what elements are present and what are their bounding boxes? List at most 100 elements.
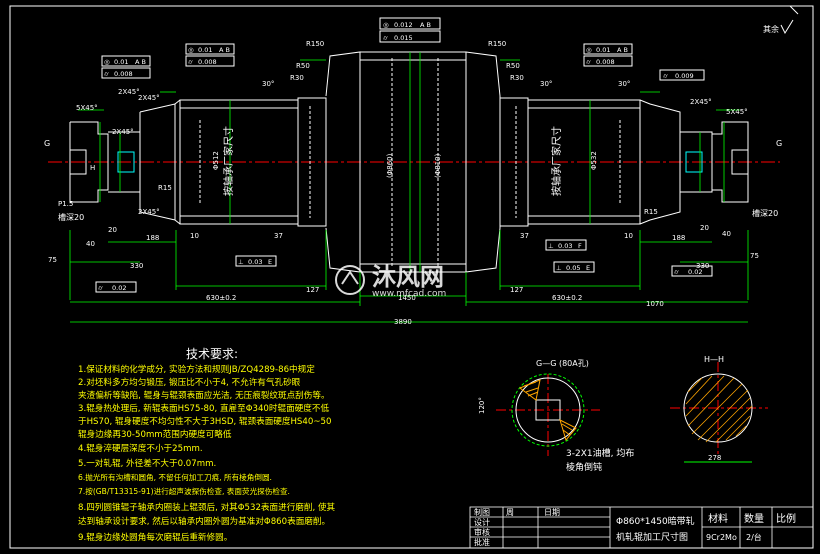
title-row-label: 制图 — [474, 507, 490, 517]
chamfer-4: 5X45° — [726, 108, 748, 116]
material-label: 材料 — [708, 512, 728, 525]
svg-text:◎: ◎ — [188, 46, 194, 54]
title-col-date: 日期 — [544, 508, 560, 517]
tol-frame-1: ◎ 0.01 A B — [185, 43, 235, 55]
chamfer-1: 2X45° — [118, 88, 140, 96]
body-labels: 按轴承厂家尺寸 按轴承厂家尺寸 (Φ810) (Φ860) Φ512 Φ532 … — [44, 126, 782, 222]
watermark-brand: 沐风网 — [372, 263, 444, 291]
svg-text:0.015: 0.015 — [394, 34, 413, 42]
corner-mark-tr — [789, 5, 799, 15]
svg-text:A B: A B — [617, 46, 628, 54]
svg-text:0.008: 0.008 — [198, 58, 217, 66]
qty-value: 2/台 — [746, 532, 762, 542]
roll-shaft — [48, 51, 780, 273]
tech-item: 8.四列圆锥辊子轴承内圈装上辊颈后, 对其Φ532表面进行磨削, 使其 — [78, 501, 336, 513]
dim-3890: 3890 — [394, 318, 412, 326]
svg-text:0.02: 0.02 — [688, 268, 702, 276]
svg-text:0.02: 0.02 — [112, 284, 126, 292]
dimension-labels: 188 10 37 75 330 127 630±0.2 1450 630±0.… — [48, 224, 759, 326]
svg-text:0.012: 0.012 — [394, 21, 413, 29]
svg-text:◎: ◎ — [383, 21, 389, 29]
tol-frame-8: ⌭ 0.008 — [583, 55, 633, 67]
tech-requirements: 技术要求: 1.保证材料的化学成分, 实验方法和规则JB/ZQ4289-86中规… — [78, 347, 336, 543]
roughness-mark: 其余 — [763, 19, 794, 35]
r30-right: R30 — [510, 74, 524, 82]
watermark: 沐风网 www.mfcad.com — [335, 263, 446, 299]
tol-frame-11: ⊥ 0.03 F — [545, 239, 587, 251]
dim-630-right: 630±0.2 — [552, 294, 582, 302]
section-hh-title: H—H — [704, 355, 724, 364]
svg-text:A B: A B — [219, 46, 230, 54]
tol-frame-7: ◎ 0.01 A B — [583, 43, 633, 55]
tech-item: 3.辊身热处理后, 新辊表面HS75-80, 直雇至Φ340时辊面硬度不低 — [78, 402, 329, 414]
title-block-text: 制图 设计 审核 批准 周 日期 Φ860*1450暗带轧 机轧辊加工尺寸图 材… — [474, 507, 796, 547]
watermark-url: www.mfcad.com — [372, 289, 446, 299]
chamfer-6: 2X45° — [112, 128, 134, 136]
roughness-label: 其余 — [763, 24, 779, 34]
tech-item: 4.辊身淬硬层深度不小于25mm. — [78, 442, 203, 454]
tech-item: 5.一对轧辊, 外径差不大于0.07mm. — [78, 457, 216, 469]
dia-right-a: Φ532 — [590, 151, 598, 170]
tolerance-frames: ◎ 0.01 A B ⌭ 0.008 ◎ 0.01 A B ⌭ 0.008 ◎ … — [95, 17, 713, 293]
r150-left: R150 — [306, 40, 324, 48]
svg-text:⌭: ⌭ — [586, 58, 591, 66]
dim-188-left: 188 — [146, 234, 159, 242]
tech-item: 6.抛光所有沟槽和圆角, 不留任何加工刀痕, 所有棱角倒圆. — [78, 472, 272, 482]
svg-text:0.03: 0.03 — [558, 242, 572, 250]
svg-text:0.03: 0.03 — [248, 258, 262, 266]
hole-label: H — [90, 164, 95, 172]
dim-20-right: 20 — [700, 224, 709, 232]
dim-127-right: 127 — [510, 286, 523, 294]
dim-1070: 1070 — [646, 300, 664, 308]
dim-10-left: 10 — [190, 232, 199, 240]
tol-frame-10: ⊥ 0.03 E — [235, 255, 277, 267]
r30-left: R30 — [290, 74, 304, 82]
watermark-logo-icon — [335, 265, 365, 295]
dim-330-left: 330 — [130, 262, 143, 270]
tol-frame-14: ⊥ 0.05 E — [553, 261, 595, 273]
tol-frame-5: ◎ 0.012 A B — [379, 17, 441, 30]
svg-text:0.008: 0.008 — [114, 70, 133, 78]
svg-text:⌭: ⌭ — [674, 268, 679, 276]
tol-frame-4: ⌭ 0.008 — [101, 67, 151, 79]
part-name-line1: Φ860*1450暗带轧 — [616, 515, 695, 527]
r15-left: R15 — [158, 184, 172, 192]
dim-330-right: 330 — [696, 262, 709, 270]
svg-text:0.01: 0.01 — [114, 58, 128, 66]
dia-main-label: (Φ810) — [434, 153, 442, 178]
r50-left: R50 — [296, 62, 310, 70]
tech-item: 1.保证材料的化学成分, 实验方法和规则JB/ZQ4289-86中规定 — [78, 363, 315, 375]
section-gg: G—G (80A孔) 120° 3-2X1油槽, 均布 棱角倒钝 — [478, 359, 634, 473]
dim-188-right: 188 — [672, 234, 685, 242]
svg-text:0.01: 0.01 — [198, 46, 212, 54]
tech-title: 技术要求: — [186, 347, 238, 361]
angle-right-2: 30° — [618, 80, 630, 88]
svg-text:⌭: ⌭ — [663, 72, 668, 80]
dim-40-left: 40 — [86, 240, 95, 248]
g-label-right: G — [776, 139, 782, 148]
tech-item: 2.对坯料多方均匀锻压, 锻压比不小于4, 不允许有气孔砂眼 — [78, 376, 301, 388]
tol-frame-13: ⌭ 0.02 — [671, 265, 713, 277]
section-hh: H—H 278 — [670, 355, 768, 463]
svg-text:0.008: 0.008 — [596, 58, 615, 66]
chamfer-5: 2X45° — [690, 98, 712, 106]
svg-text:◎: ◎ — [586, 46, 592, 54]
tech-item: 夹渣偏析等缺陷, 辊身与辊颈表面应光洁, 无压痕裂纹斑点刮伤等。 — [78, 389, 330, 401]
qty-label: 数量 — [744, 512, 764, 525]
dim-75-left: 75 — [48, 256, 57, 264]
svg-text:A B: A B — [135, 58, 146, 66]
title-row-label: 审核 — [474, 527, 490, 537]
r150-right: R150 — [488, 40, 506, 48]
dim-20-left: 20 — [108, 226, 117, 234]
tech-item: 于HS70, 辊身硬度不均匀性不大于3HSD, 辊颈表面硬度HS40~50 — [78, 415, 331, 427]
groove-right: 槽深20 — [752, 208, 778, 218]
svg-text:⊥: ⊥ — [238, 258, 244, 266]
dim-37-left: 37 — [274, 232, 283, 240]
svg-text:0.01: 0.01 — [596, 46, 610, 54]
g-label-left: G — [44, 139, 50, 148]
groove-left: 槽深20 — [58, 212, 84, 222]
title-block — [469, 506, 814, 549]
dia-main-label-2: (Φ860) — [386, 153, 394, 178]
svg-text:0.05: 0.05 — [566, 264, 580, 272]
